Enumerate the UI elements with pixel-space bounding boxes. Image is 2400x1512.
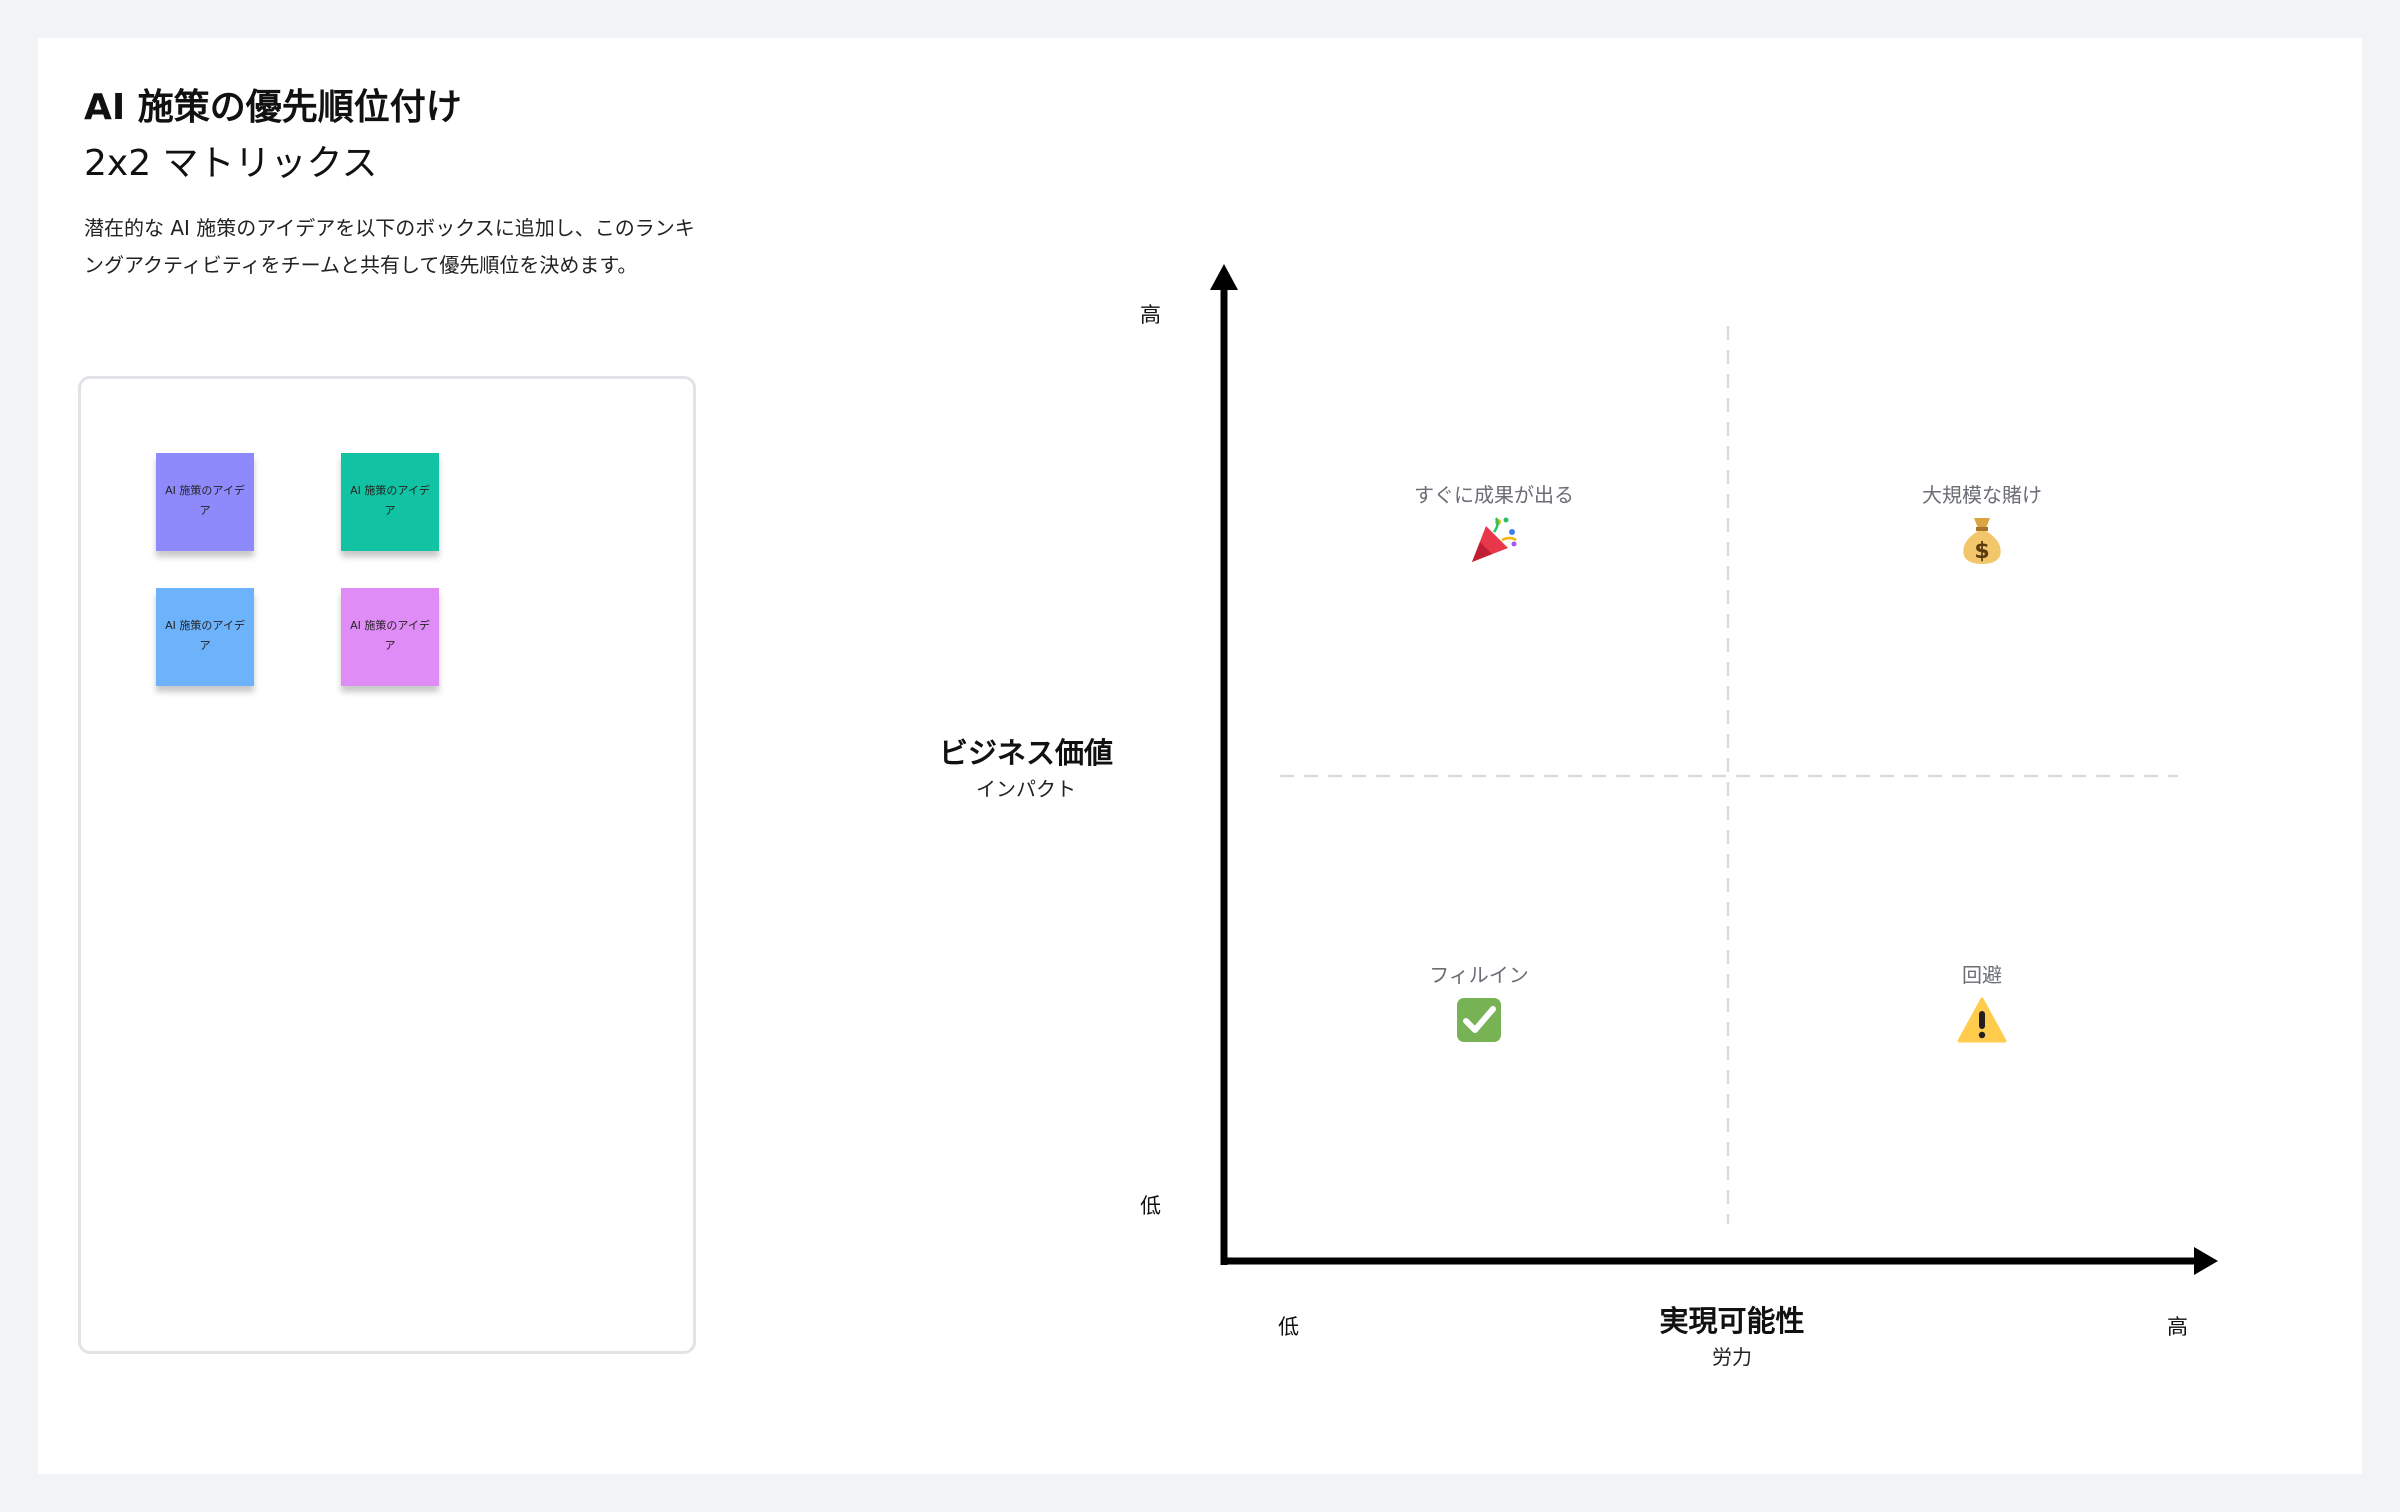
- instructions-text: 潜在的な AI 施策のアイデアを以下のボックスに追加し、このランキングアクティビ…: [84, 216, 695, 277]
- warning-icon: [1957, 997, 2007, 1043]
- x-axis-title: 実現可能性: [1659, 1304, 1805, 1338]
- page-subtitle: 2x2 マトリックス: [84, 143, 378, 184]
- sticky-note[interactable]: AI 施策のアイデア: [341, 588, 439, 686]
- quadrant-label-big-bets: 大規模な賭け: [1922, 483, 2042, 507]
- x-axis-high-label: 高: [2167, 1315, 2188, 1339]
- quadrant-label-avoid: 回避: [1962, 963, 2002, 987]
- y-axis-title: ビジネス価値: [938, 736, 1113, 770]
- y-axis-low-label: 低: [1140, 1194, 1161, 1218]
- x-axis-low-label: 低: [1278, 1315, 1299, 1339]
- idea-box[interactable]: AI 施策のアイデア AI 施策のアイデア AI 施策のアイデア AI 施策のア…: [78, 376, 696, 1354]
- check-mark-icon: [1457, 998, 1501, 1042]
- quadrant-label-quick-wins: すぐに成果が出る: [1414, 483, 1574, 507]
- sticky-note[interactable]: AI 施策のアイデア: [156, 453, 254, 551]
- party-popper-icon: [1472, 517, 1517, 562]
- x-axis-subtitle: 労力: [1712, 1345, 1752, 1369]
- quadrant-label-fill-ins: フィルイン: [1429, 963, 1529, 987]
- page-title: AI 施策の優先順位付け: [84, 87, 462, 128]
- money-bag-icon: $: [1963, 518, 2001, 564]
- y-axis-high-label: 高: [1140, 303, 1161, 327]
- y-axis-subtitle: インパクト: [976, 777, 1076, 801]
- sticky-note[interactable]: AI 施策のアイデア: [341, 453, 439, 551]
- sticky-note[interactable]: AI 施策のアイデア: [156, 588, 254, 686]
- svg-text:$: $: [1974, 539, 1989, 564]
